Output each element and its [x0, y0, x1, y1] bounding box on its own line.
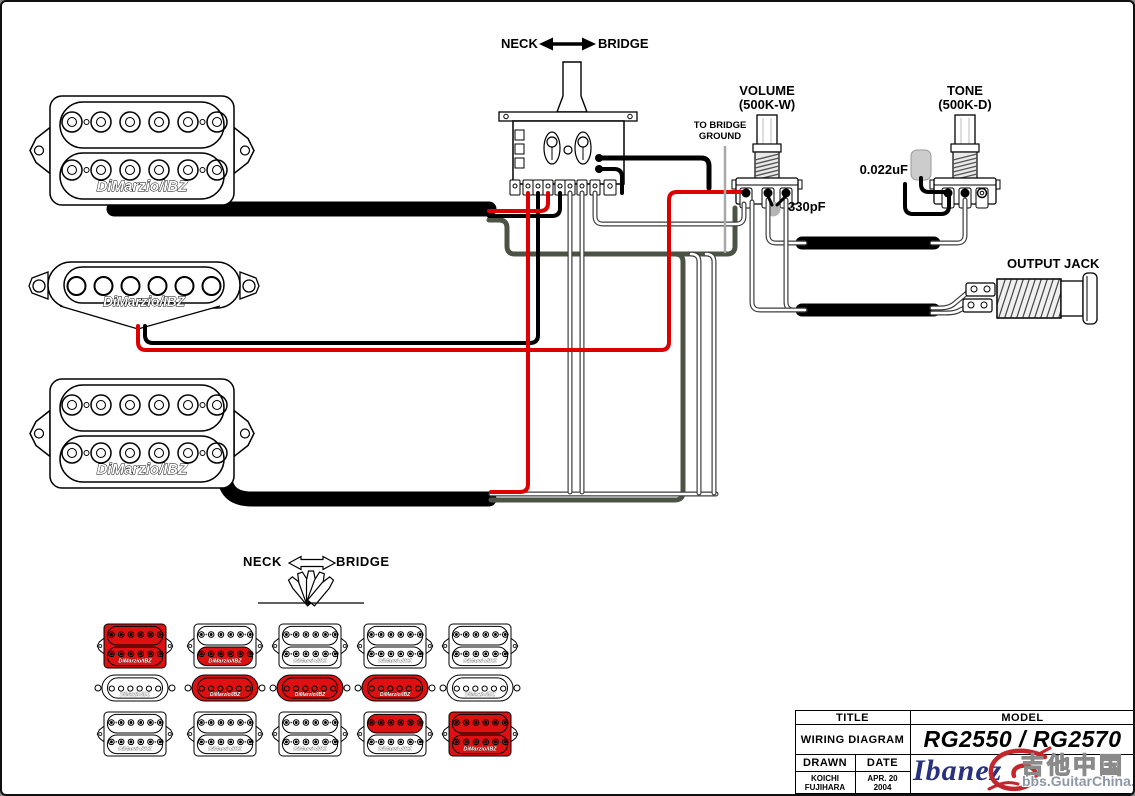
- middle-single-coil: DiMarzio/IBZ: [28, 261, 260, 330]
- date-header: DATE: [866, 757, 899, 769]
- pot-lug: [960, 188, 970, 198]
- svg-text:DiMarzio/IBZ: DiMarzio/IBZ: [118, 746, 152, 752]
- drawn-header: DRAWN: [802, 757, 848, 769]
- svg-text:DiMarzio/IBZ: DiMarzio/IBZ: [295, 692, 326, 698]
- title-header: TITLE: [835, 711, 870, 724]
- drawn-value-line2: FUJIHARA: [804, 782, 846, 792]
- selector-bridge-label: BRIDGE: [598, 36, 649, 51]
- guitarchina-watermark: 吉他中国: [1020, 751, 1125, 778]
- title-block-line: [795, 724, 1133, 725]
- output-jack-label: OUTPUT JACK: [1007, 256, 1100, 271]
- date-value: APR. 20 2004: [855, 772, 910, 793]
- volume-cap-label: 330pF: [788, 199, 826, 214]
- svg-text:DiMarzio/IBZ: DiMarzio/IBZ: [208, 658, 242, 664]
- legend-neck-pickup-pos3: DiMarzio/IBZ: [271, 623, 349, 669]
- pot-lug: [781, 188, 791, 198]
- legend-bridge-pickup-pos1: DiMarzio/IBZ: [96, 711, 174, 757]
- pot-lug-open: [976, 187, 988, 199]
- tone-label: TONE: [947, 83, 983, 98]
- title-value: WIRING DIAGRAM: [800, 733, 905, 746]
- svg-text:DiMarzio/IBZ: DiMarzio/IBZ: [103, 294, 186, 309]
- pot-lug: [943, 188, 953, 198]
- date-value-line1: APR. 20: [867, 773, 898, 783]
- legend-middle-pickup-pos3: DiMarzio/IBZ: [269, 674, 351, 702]
- model-value: RG2550 / RG2570: [923, 726, 1122, 752]
- svg-text:DiMarzio/IBZ: DiMarzio/IBZ: [118, 658, 152, 664]
- lever-switch-icon: [258, 570, 364, 607]
- svg-text:DiMarzio/IBZ: DiMarzio/IBZ: [97, 178, 189, 195]
- svg-text:DiMarzio/IBZ: DiMarzio/IBZ: [463, 746, 497, 752]
- guitarchina-site-watermark: bbs.GuitarChina.com: [1022, 773, 1135, 789]
- legend-neck-pickup-pos4: DiMarzio/IBZ: [356, 623, 434, 669]
- tone-cap-label: 0.022uF: [859, 162, 908, 177]
- legend-middle-pickup-pos1: DiMarzio/IBZ: [94, 674, 176, 702]
- tone-value-label: (500K-D): [938, 97, 992, 112]
- legend-neck-pickup-pos5: DiMarzio/IBZ: [441, 623, 519, 669]
- title-block-line: [795, 793, 1133, 794]
- legend-neck-label: NECK: [243, 554, 282, 569]
- bridge-humbucker: DiMarzio/IBZ: [29, 378, 255, 489]
- pot-lug: [741, 188, 751, 198]
- title-block-line: [795, 754, 1133, 755]
- legend-bridge-pickup-pos4: DiMarzio/IBZ: [356, 711, 434, 757]
- legend-middle-pickup-pos2: DiMarzio/IBZ: [184, 674, 266, 702]
- title-block-line: [910, 710, 911, 794]
- title-block-line: [855, 754, 856, 794]
- title-block-line: [795, 710, 796, 794]
- bridge-ground-label-2: GROUND: [698, 131, 742, 142]
- svg-text:DiMarzio/IBZ: DiMarzio/IBZ: [210, 692, 241, 698]
- volume-label: VOLUME: [739, 83, 795, 98]
- legend-bridge-pickup-pos2: DiMarzio/IBZ: [186, 711, 264, 757]
- legend-middle-pickup-pos5: DiMarzio/IBZ: [439, 674, 521, 702]
- title-block-line: [795, 710, 1133, 711]
- volume-value-label: (500K-W): [738, 97, 796, 112]
- title-block: TITLE MODEL WIRING DIAGRAM RG2550 / RG25…: [795, 710, 1135, 794]
- legend-middle-pickup-pos4: DiMarzio/IBZ: [354, 674, 436, 702]
- pot-lug: [763, 188, 773, 198]
- pickup-selector-switch: [498, 61, 638, 196]
- date-value-line2: 2004: [873, 782, 892, 792]
- legend-neck-pickup-pos1: DiMarzio/IBZ: [96, 623, 174, 669]
- svg-text:DiMarzio/IBZ: DiMarzio/IBZ: [97, 461, 189, 478]
- legend-arrow-icon: [287, 555, 337, 571]
- title-block-line: [795, 771, 910, 772]
- svg-text:DiMarzio/IBZ: DiMarzio/IBZ: [378, 746, 412, 752]
- bridge-ground-label-1: TO BRIDGE: [693, 120, 747, 131]
- svg-text:DiMarzio/IBZ: DiMarzio/IBZ: [293, 658, 327, 664]
- model-header: MODEL: [1001, 711, 1044, 724]
- selector-neck-label: NECK: [501, 36, 538, 51]
- svg-text:DiMarzio/IBZ: DiMarzio/IBZ: [465, 692, 496, 698]
- svg-text:DiMarzio/IBZ: DiMarzio/IBZ: [120, 692, 151, 698]
- output-jack: [962, 272, 1098, 325]
- drawn-value-line1: KOICHI: [811, 773, 839, 783]
- legend-bridge-pickup-pos3: DiMarzio/IBZ: [271, 711, 349, 757]
- ibanez-logo: Ibanez: [913, 754, 1003, 787]
- neck-humbucker: DiMarzio/IBZ: [29, 95, 255, 206]
- legend-neck-pickup-pos2: DiMarzio/IBZ: [186, 623, 264, 669]
- svg-text:DiMarzio/IBZ: DiMarzio/IBZ: [378, 658, 412, 664]
- dragon-watermark-icon: [987, 746, 1052, 792]
- legend-bridge-pickup-pos5: DiMarzio/IBZ: [441, 711, 519, 757]
- drawn-value: KOICHI FUJIHARA: [795, 772, 855, 793]
- svg-text:DiMarzio/IBZ: DiMarzio/IBZ: [293, 746, 327, 752]
- svg-text:DiMarzio/IBZ: DiMarzio/IBZ: [380, 692, 411, 698]
- legend-bridge-label: BRIDGE: [336, 554, 390, 569]
- svg-text:DiMarzio/IBZ: DiMarzio/IBZ: [208, 746, 242, 752]
- svg-text:DiMarzio/IBZ: DiMarzio/IBZ: [463, 658, 497, 664]
- tone-022uf-capacitor: [910, 149, 932, 181]
